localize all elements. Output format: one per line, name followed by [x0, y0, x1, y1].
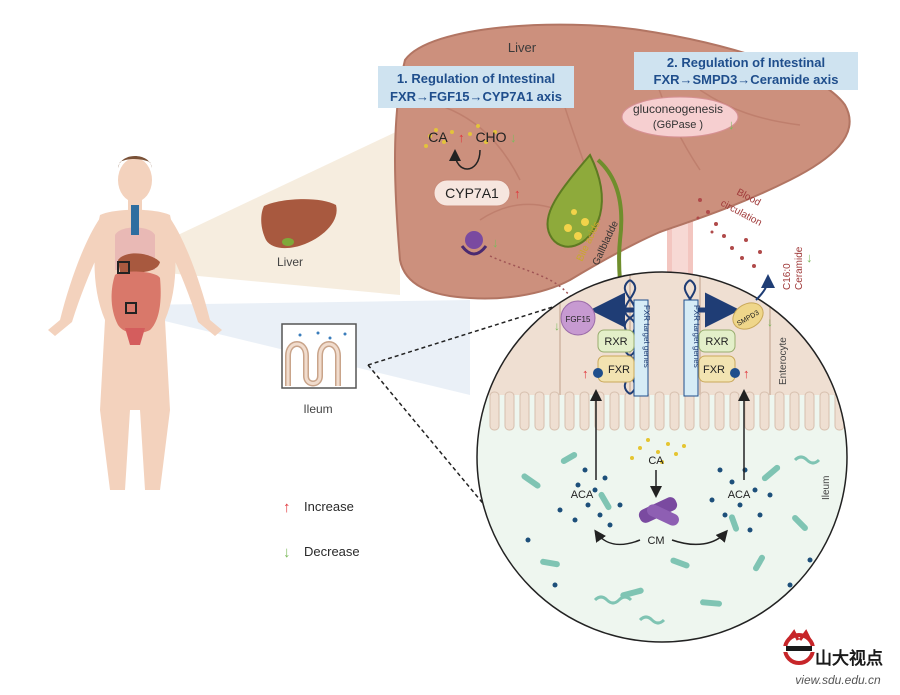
rxr-left-label: RXR — [604, 336, 627, 348]
ileum-location-marker — [125, 302, 137, 314]
ligand-right-icon — [730, 368, 740, 378]
liver-ca-label: CA — [428, 129, 448, 145]
ceramide-decrease-arrow: ↓ — [806, 250, 813, 265]
ca-yellow-dots-lumen — [630, 438, 686, 464]
ileum-side-label: Ileum — [821, 476, 832, 500]
fxr-right-increase-arrow: ↑ — [743, 366, 750, 381]
cm-to-aca-left-arrow — [594, 529, 641, 546]
fxr-right-label: FXR — [703, 364, 725, 376]
liver-title: Liver — [508, 40, 537, 55]
sdu-logo-icon — [783, 629, 815, 665]
cm-bacterium-icon — [638, 497, 679, 526]
enterocyte-label: Enterocyte — [778, 337, 789, 385]
rxr-right-label: RXR — [705, 336, 728, 348]
cyp7a1-label: CYP7A1 — [445, 185, 499, 201]
small-liver-icon — [261, 199, 337, 249]
rxr-box-left — [597, 329, 635, 353]
legend-increase-arrow: ↑ — [283, 499, 291, 516]
axis-box-1-line2: FXR→FGF15→CYP7A1 axis — [390, 89, 562, 104]
ca-increase-arrow: ↑ — [458, 130, 465, 145]
gluconeogenesis-line2: (G6Pase ) — [653, 119, 703, 131]
fgf15-bubble — [560, 300, 596, 336]
liver-location-marker — [117, 261, 130, 274]
target-genes-left-label: FXR target genes — [642, 305, 651, 368]
watermark-url: view.sdu.edu.cn — [795, 673, 881, 687]
gluconeogenesis-decrease-arrow: ↓ — [728, 117, 735, 132]
aca-right-label: ACA — [728, 489, 751, 501]
ligand-left-icon — [593, 368, 603, 378]
fgf15-decrease-arrow: ↓ — [554, 319, 560, 333]
cm-label: CM — [647, 535, 664, 547]
aca-left-label: ACA — [571, 489, 594, 501]
legend-decrease-label: Decrease — [304, 544, 360, 559]
smpd3-decrease-arrow: ↓ — [767, 315, 773, 329]
axis-box-1-line1: 1. Regulation of Intestinal — [397, 71, 555, 86]
ileum-zoom-circle — [476, 271, 848, 643]
c16-ceramide-line1: C16:0 — [782, 263, 793, 290]
ceramide-dots — [696, 198, 762, 268]
zoom-dashed-line-top — [367, 299, 576, 366]
legend-increase-label: Increase — [304, 499, 354, 514]
receptor-decrease-arrow: ↓ — [492, 235, 499, 250]
cho-decrease-arrow: ↓ — [510, 130, 517, 145]
liver-cho-label: CHO — [475, 129, 506, 145]
cyp7a1-box — [433, 179, 511, 207]
c16-ceramide-line2: Ceramide — [794, 246, 805, 290]
small-ileum-icon — [281, 323, 357, 389]
rxr-box-right — [698, 329, 736, 353]
ca-yellow-dots — [424, 124, 497, 148]
axis-box-2-line1: 2. Regulation of Intestinal — [667, 55, 825, 70]
lumen-ca-label: CA — [648, 455, 664, 467]
bacteria — [521, 452, 821, 625]
human-body-figure — [48, 156, 222, 490]
cho-to-ca-arrow — [449, 149, 481, 170]
fxr-left-label: FXR — [608, 364, 630, 376]
fxr-left-increase-arrow: ↑ — [582, 366, 589, 381]
target-genes-right-label: FXR target genes — [692, 305, 701, 368]
small-ileum-label: Ileum — [303, 402, 332, 416]
axis-box-1 — [378, 66, 574, 108]
target-genes-bar-right — [683, 299, 699, 397]
smpd3-to-ceramide-arrow — [755, 274, 775, 301]
cyp7a1-increase-arrow: ↑ — [514, 186, 521, 201]
smpd3-bubble — [732, 302, 764, 330]
axis-box-2-line2: FXR→SMPD3→Ceramide axis — [654, 72, 839, 87]
cm-to-aca-right-arrow — [671, 529, 728, 546]
watermark-name: 山大视点 — [815, 648, 883, 668]
axis-box-2 — [634, 52, 858, 90]
small-liver-label: Liver — [277, 255, 303, 269]
legend-decrease-arrow: ↓ — [283, 544, 291, 561]
gluconeogenesis-badge — [621, 96, 739, 138]
fgf15-label: FGF15 — [566, 315, 591, 324]
gluconeogenesis-line1: gluconeogenesis — [633, 102, 723, 116]
fgfr4-receptor-icon — [460, 231, 488, 256]
